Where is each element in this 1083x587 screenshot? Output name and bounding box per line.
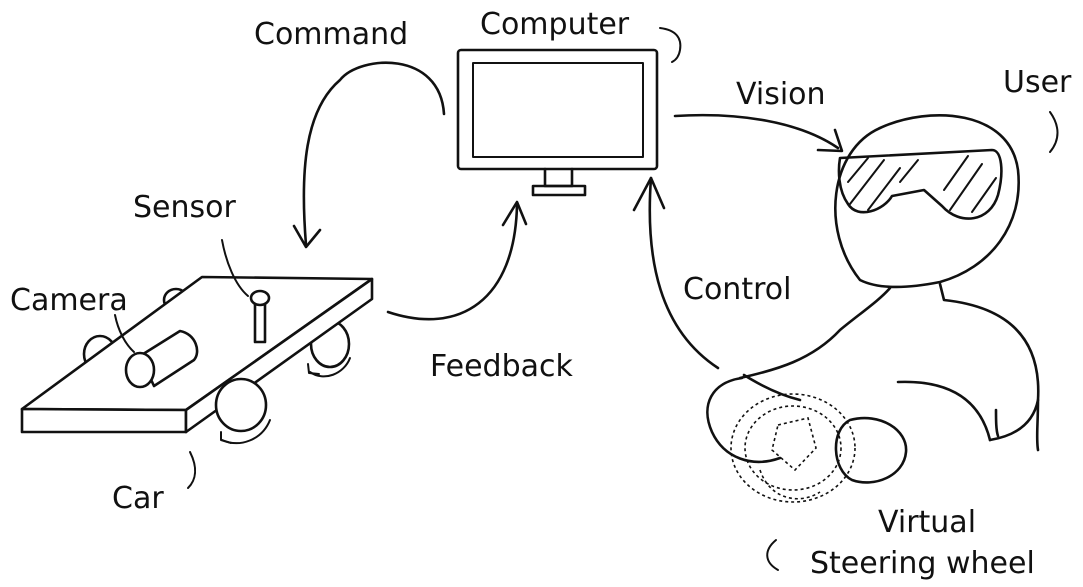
control-arrow [632,176,720,370]
steering-wheel-label: Steering wheel [810,546,1035,581]
command-arrow [292,61,446,249]
virtual-label: Virtual [878,505,977,540]
vision-label: Vision [736,77,826,112]
computer-label-bracket [659,27,682,63]
computer-monitor-icon [456,48,659,197]
car-label-bracket [187,451,196,489]
control-label: Control [683,272,792,307]
sensor-label: Sensor [133,190,236,225]
camera-pointer [114,314,135,353]
camera-label: Camera [10,283,128,318]
feedback-label: Feedback [430,349,573,384]
command-label: Command [254,17,409,52]
vision-arrow [673,113,844,153]
steering-wheel-label-bracket [766,539,779,571]
user-label-bracket [1049,111,1059,153]
sensor-pointer [221,239,249,297]
user-figure-icon [706,114,1040,484]
user-label: User [1003,65,1072,100]
car-label: Car [112,481,164,516]
computer-label: Computer [480,7,630,42]
car-icon [20,275,374,445]
feedback-arrow [386,200,528,321]
virtual-steering-wheel-icon [730,393,856,503]
